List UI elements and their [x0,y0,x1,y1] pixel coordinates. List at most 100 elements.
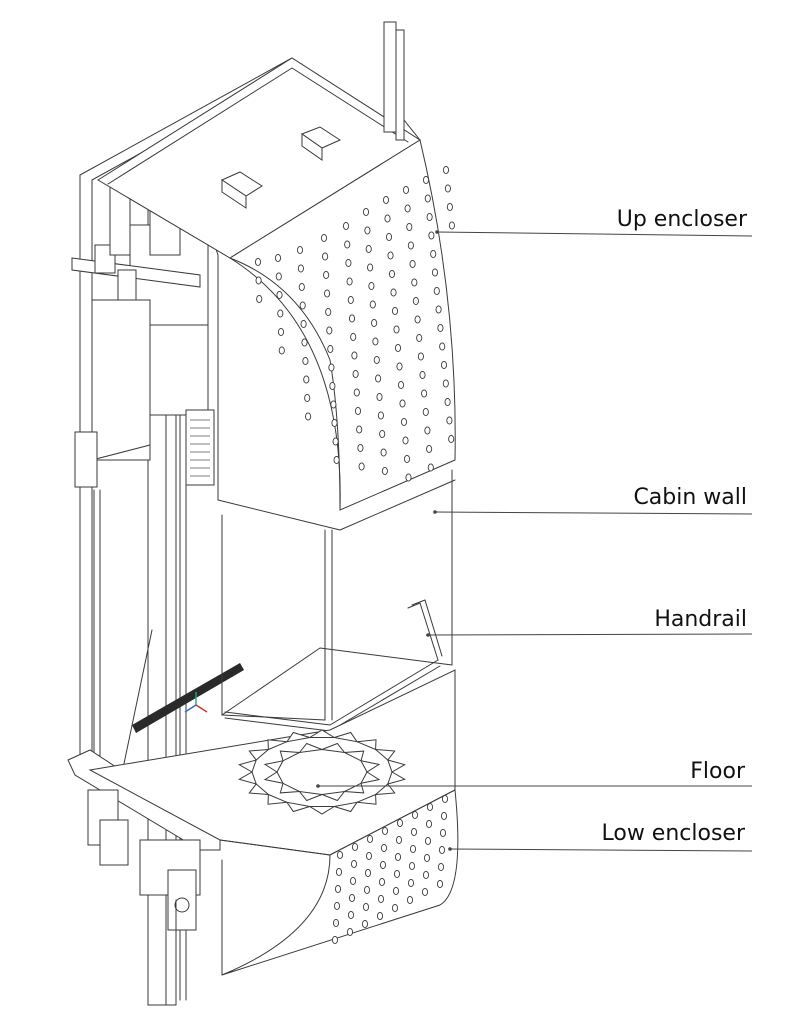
perforation-hole [421,887,429,897]
perforation-hole [417,352,424,361]
perforation-hole [303,375,310,384]
perforation-hole [346,927,354,937]
perforation-hole [333,901,341,911]
perforation-hole [387,251,394,260]
perforation-hole [254,257,262,267]
perforation-hole [435,305,442,314]
floor-pattern-triangle [238,759,257,773]
callout-handrail: Handrail [426,607,753,637]
perforation-hole [274,253,282,263]
perforation-hole [425,819,433,829]
perforation-hole [300,319,307,329]
floor-pattern-triangle [387,759,406,773]
perforation-hole [372,337,379,346]
floor-pattern-triangle [360,771,381,785]
floor-pattern-triangle [238,771,257,785]
perforation-hole [375,374,382,383]
perforation-hole [448,221,455,230]
floor-pattern-triangle [360,760,381,773]
perforation-hole [334,884,342,894]
perforation-hole [384,214,391,223]
perforation-hole [403,454,411,464]
perforation-hole [427,463,434,472]
perforation-hole [409,259,416,269]
perforation-hole [331,418,338,428]
floor-pattern-triangle [308,806,336,815]
perforation-hole [397,380,405,390]
perforation-hole [430,249,437,259]
perforation-hole [396,818,404,828]
floor-pattern-triangle [285,731,310,743]
perforation-hole [336,850,344,860]
perforation-hole [329,381,336,391]
perforation-hole [400,417,408,427]
perforation-hole [404,204,411,213]
perforation-hole [377,411,384,420]
perforation-hole [256,294,263,304]
floor-pattern-triangle [356,739,377,751]
perforation-hole [346,277,353,286]
perforation-hole [352,369,359,379]
perforation-hole [390,288,397,297]
perforation-hole [255,276,262,285]
perforation-hole [421,389,428,398]
floor-pattern-triangle [387,771,406,785]
floor-pattern-triangle [285,801,310,813]
perforation-hole [381,466,388,476]
floor-pattern-triangle [334,801,359,813]
perforation-hole [357,443,364,453]
perforation-hole [378,877,386,887]
perforation-hole [402,185,410,195]
perforation-hole [298,282,305,292]
perforation-hole [348,893,356,903]
perforation-hole [331,935,339,945]
perforation-hole [422,870,430,880]
callout-cabin-wall: Cabin wall [433,485,753,515]
perforation-hole [354,406,362,416]
axis-triad-icon [184,692,208,713]
up-encloser-shell [217,139,456,531]
perforation-hole [353,388,360,397]
perforation-hole [419,370,426,380]
perforation-hole [277,327,285,337]
perforation-hole [380,843,388,853]
cabin-wall-label: Cabin wall [633,485,747,510]
perforation-hole [333,455,340,465]
perforation-hole [365,244,372,254]
perforation-hole [379,429,386,439]
up-encloser-label: Up encloser [617,207,748,232]
floor-pattern-triangle [267,793,288,805]
perforation-hole [347,910,355,920]
perforation-hole [277,309,284,318]
perforation-hole [351,351,358,360]
perforation-hole [412,296,419,306]
perforation-hole [350,859,358,869]
perforation-hole [365,851,373,861]
perforation-hole [402,436,409,445]
floor-pattern-triangle [320,790,346,802]
floor-label: Floor [690,759,746,784]
perforation-hole [376,392,383,402]
floor-pattern-triangle [374,748,396,761]
perforation-hole [440,360,448,370]
perforation-hole [382,195,390,205]
perforation-hole [438,845,446,855]
floor-pattern-triangle [356,793,377,805]
perforation-hole [405,473,412,482]
perforation-hole [424,836,432,846]
perforation-hole [426,444,433,454]
perforation-hole [423,853,431,863]
perforation-hole [351,842,359,852]
floor-pattern-triangle [267,739,288,751]
floor-pattern-triangle [279,782,302,794]
perforation-hole [301,338,308,347]
perforation-hole [414,315,421,324]
perforation-hole [302,356,309,366]
perforation-hole [362,902,370,912]
floor-pattern-triangle [308,729,336,738]
perforation-hole [328,363,335,372]
floor-pattern-triangle [263,771,284,785]
up-encloser-perforations [254,165,455,482]
perforation-hole [416,333,423,343]
floor-pattern-triangle [248,748,270,761]
